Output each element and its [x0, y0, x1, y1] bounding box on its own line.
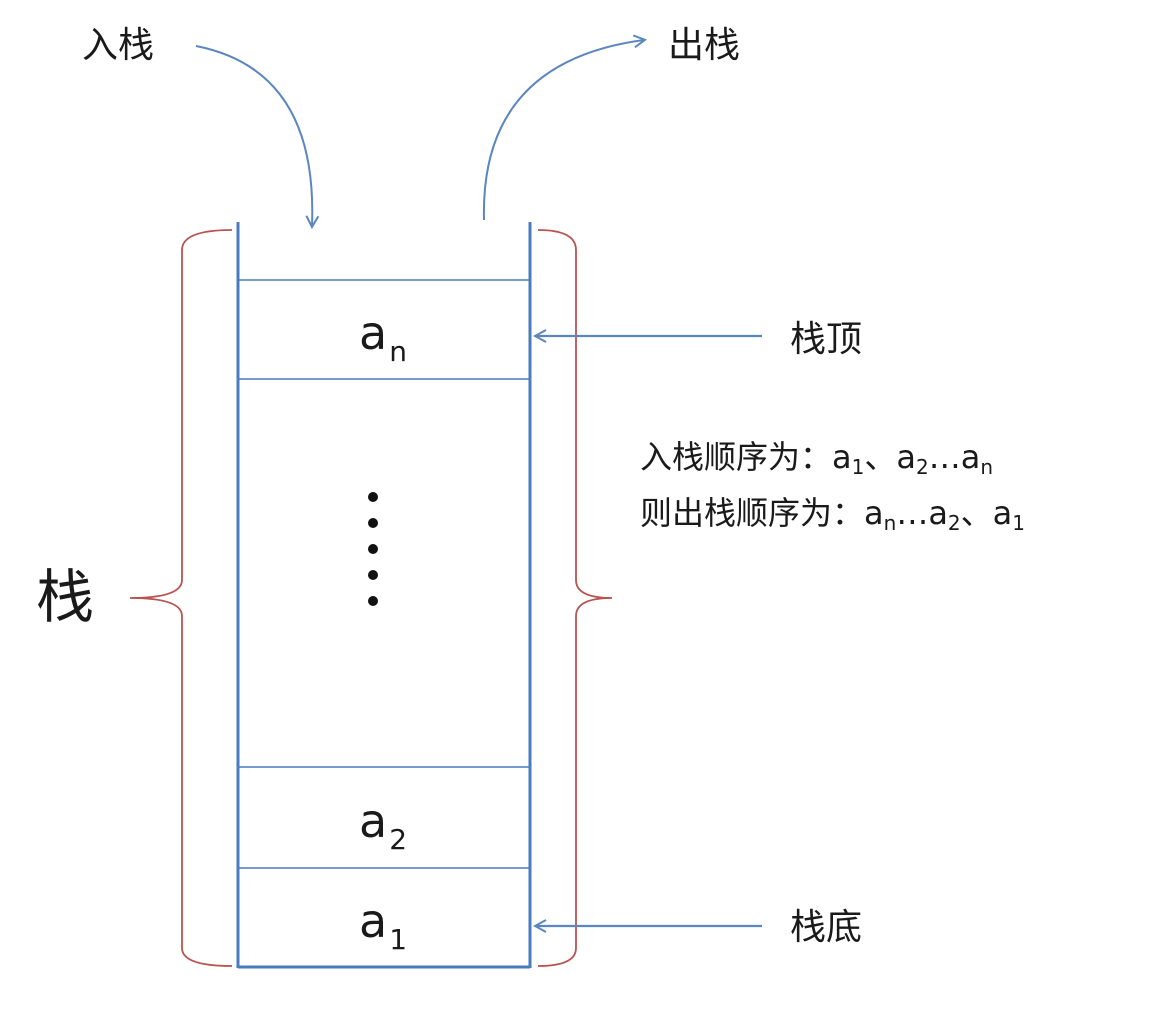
element-a2-base: a — [358, 794, 388, 848]
element-a1-base: a — [358, 894, 388, 948]
top-label: 栈顶 — [790, 319, 863, 360]
pop-arrow — [482, 40, 644, 221]
element-a1: a1 — [238, 896, 528, 965]
element-a2: a2 — [238, 796, 528, 865]
push-order-note: 入栈顺序为：a1、a2…an — [640, 438, 994, 479]
pop-label: 出栈 — [668, 25, 741, 66]
bottom-label: 栈底 — [790, 907, 863, 948]
element-an-sub: n — [389, 335, 407, 368]
stack-label: 栈 — [36, 563, 95, 631]
push-label: 入栈 — [82, 25, 155, 66]
element-an-base: a — [359, 306, 388, 360]
pop-order-note: 则出栈顺序为：an…a2、a1 — [640, 494, 1026, 535]
stack-left-brace — [129, 229, 233, 967]
push-arrow — [195, 45, 312, 226]
element-an: an — [238, 308, 528, 377]
stack-right-brace — [537, 229, 613, 967]
element-a1-sub: 1 — [389, 923, 408, 956]
vertical-ellipsis — [368, 492, 380, 622]
element-a2-sub: 2 — [389, 823, 408, 856]
